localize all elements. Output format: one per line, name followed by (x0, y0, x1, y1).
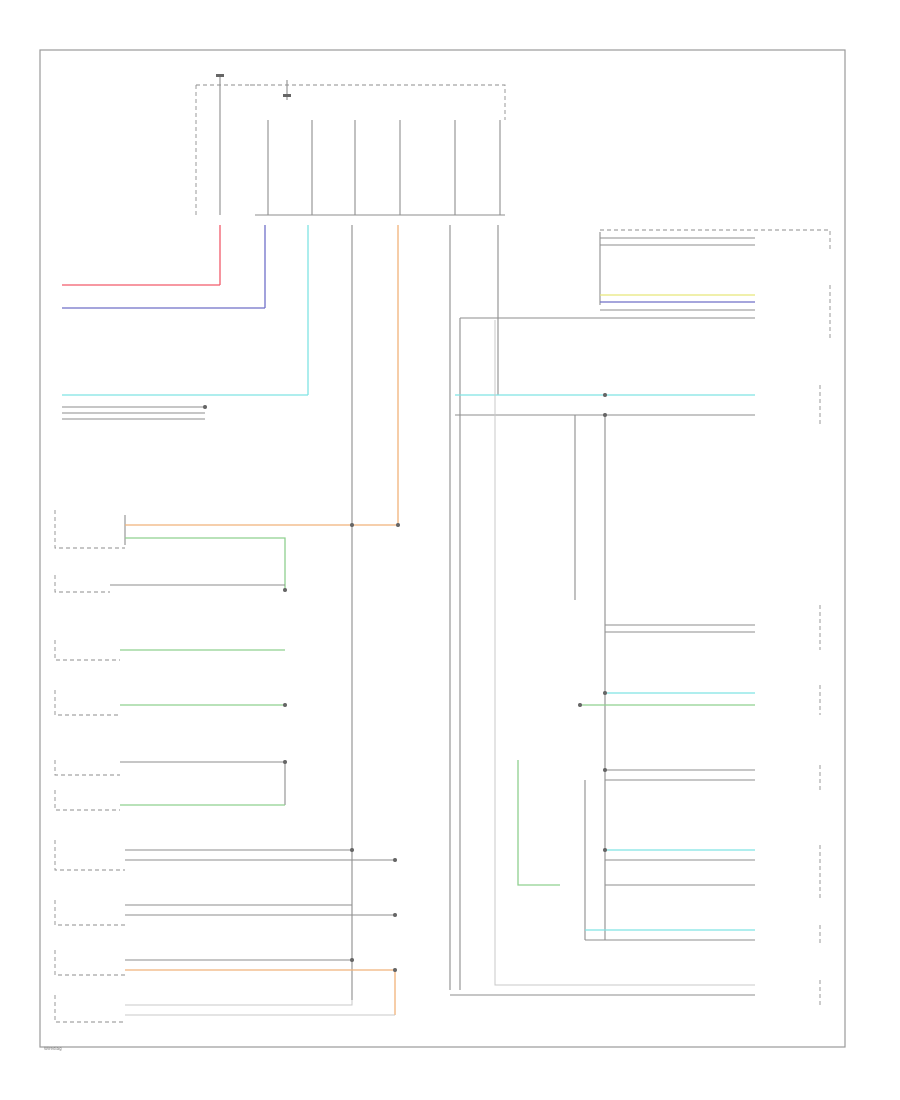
footer-label: Wirediag (44, 1046, 62, 1051)
left-devices (54, 510, 398, 1023)
right-devices (450, 229, 831, 1005)
fuse-block (195, 74, 506, 216)
vertical-wires (219, 225, 499, 1000)
left-harness (62, 284, 308, 420)
diagram-frame (39, 49, 846, 1048)
junction-dots (203, 393, 607, 972)
